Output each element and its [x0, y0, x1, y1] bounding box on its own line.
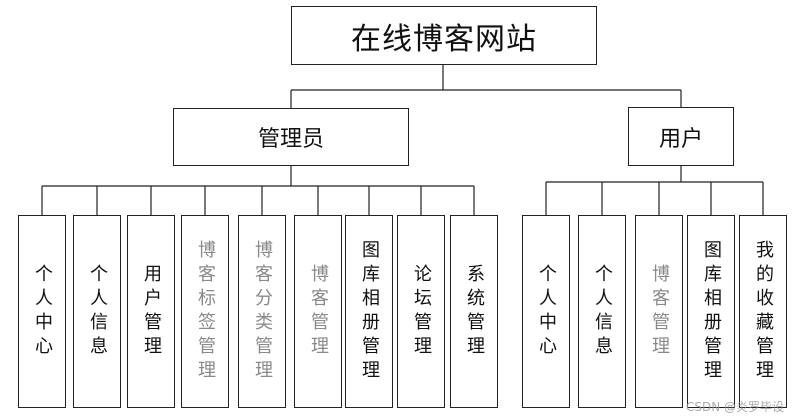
root-node: 在线博客网站 [291, 6, 597, 65]
leaf-label: 个人中心 [32, 263, 53, 360]
leaf-node: 我的收藏管理 [739, 215, 787, 408]
leaf-label: 博客管理 [308, 263, 329, 360]
leaf-node: 博客分类管理 [238, 215, 286, 408]
leaf-node: 博客标签管理 [181, 215, 229, 408]
root-label: 在线博客网站 [351, 21, 537, 57]
leaf-node: 博客管理 [294, 215, 342, 408]
leaf-node: 用户管理 [127, 215, 175, 408]
leaf-label: 博客标签管理 [195, 239, 216, 384]
leaf-label: 图库相册管理 [359, 239, 380, 384]
leaf-label: 图库相册管理 [701, 239, 722, 384]
leaf-node: 个人中心 [18, 215, 66, 408]
leaf-label: 个人中心 [536, 263, 557, 360]
leaf-node: 图库相册管理 [345, 215, 393, 408]
leaf-label: 个人信息 [592, 263, 613, 360]
group-label-admin: 管理员 [257, 127, 324, 152]
group-node-admin: 管理员 [173, 108, 409, 166]
leaf-label: 博客管理 [649, 263, 670, 360]
leaf-node: 图库相册管理 [687, 215, 735, 408]
leaf-node: 个人信息 [73, 215, 121, 408]
leaf-label: 用户管理 [141, 263, 162, 360]
leaf-label: 我的收藏管理 [753, 239, 774, 384]
leaf-node: 论坛管理 [397, 215, 445, 408]
leaf-label: 个人信息 [87, 263, 108, 360]
leaf-label: 论坛管理 [411, 263, 432, 360]
leaf-node: 个人中心 [522, 215, 570, 408]
watermark: CSDN @炎罗毕设 [685, 400, 784, 414]
group-node-user: 用户 [628, 107, 734, 166]
leaf-node: 系统管理 [450, 215, 498, 408]
leaf-node: 个人信息 [578, 215, 626, 408]
group-label-user: 用户 [658, 126, 703, 152]
leaf-label: 系统管理 [464, 263, 485, 360]
leaf-label: 博客分类管理 [252, 239, 273, 384]
leaf-node: 博客管理 [635, 215, 683, 408]
